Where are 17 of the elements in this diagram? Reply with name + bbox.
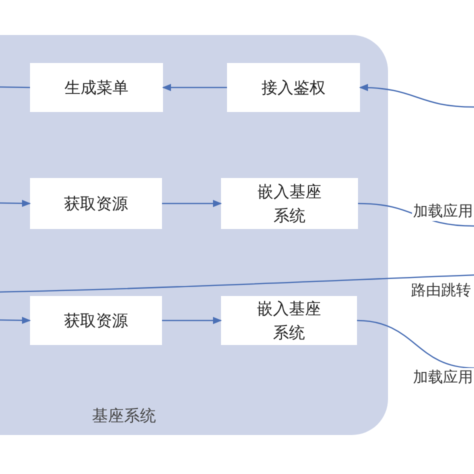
arrow — [0, 316, 31, 324]
edge-label: 加载应用 — [412, 202, 474, 221]
process-box: 嵌入基座系统 — [221, 296, 357, 345]
system-panel — [0, 35, 388, 435]
line-label: 路由跳转 — [410, 281, 472, 300]
edge-label: 加载应用 — [412, 368, 474, 387]
arrow — [162, 84, 227, 92]
arrow — [359, 84, 474, 108]
process-box: 嵌入基座系统 — [221, 178, 358, 229]
process-box: 生成菜单 — [30, 63, 163, 112]
arrow — [0, 200, 31, 207]
process-box: 获取资源 — [30, 178, 162, 229]
panel-title: 基座系统 — [92, 406, 156, 427]
process-box: 获取资源 — [30, 296, 162, 345]
arrow — [162, 316, 222, 324]
arrow — [162, 200, 222, 208]
process-box: 接入鉴权 — [227, 63, 360, 112]
